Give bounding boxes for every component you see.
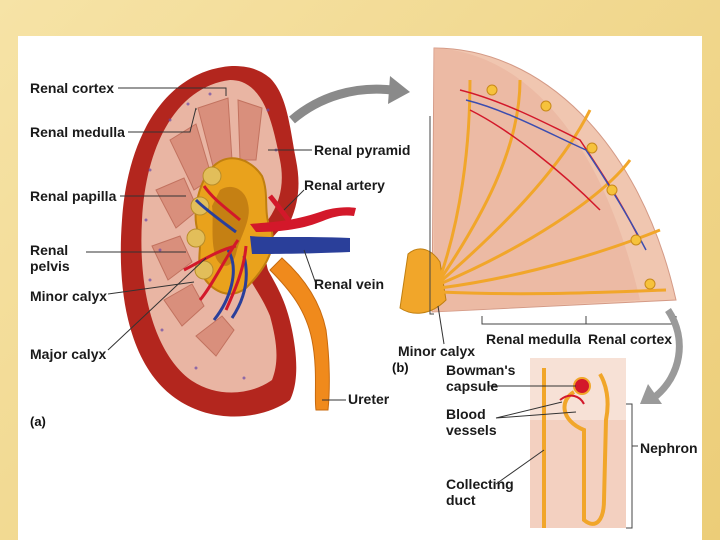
label-renal-medulla-b: Renal medulla	[486, 331, 581, 347]
label-renal-pyramid: Renal pyramid	[314, 142, 410, 158]
label-renal-papilla: Renal papilla	[30, 188, 116, 204]
label-renal-vein: Renal vein	[314, 276, 384, 292]
label-renal-artery: Renal artery	[304, 177, 385, 193]
label-ureter: Ureter	[348, 391, 389, 407]
label-minor-calyx-b: Minor calyx	[398, 343, 475, 359]
label-major-calyx: Major calyx	[30, 346, 106, 362]
label-collecting-duct: Collecting duct	[446, 476, 530, 508]
enlarged-section	[400, 48, 676, 313]
label-bowmans-capsule: Bowman's capsule	[446, 362, 536, 394]
label-renal-cortex-b: Renal cortex	[588, 331, 672, 347]
zoom-arrow-icon	[292, 76, 410, 120]
nephron-detail	[530, 358, 638, 528]
label-renal-medulla: Renal medulla	[30, 124, 125, 140]
panel-a-tag: (a)	[30, 414, 46, 429]
kidney-section	[121, 66, 356, 417]
panel-b-tag: (b)	[392, 360, 409, 375]
label-nephron: Nephron	[640, 440, 698, 456]
label-minor-calyx: Minor calyx	[30, 288, 107, 304]
label-renal-pelvis: Renal pelvis	[30, 242, 86, 274]
label-renal-cortex: Renal cortex	[30, 80, 114, 96]
label-blood-vessels: Blood vessels	[446, 406, 516, 438]
